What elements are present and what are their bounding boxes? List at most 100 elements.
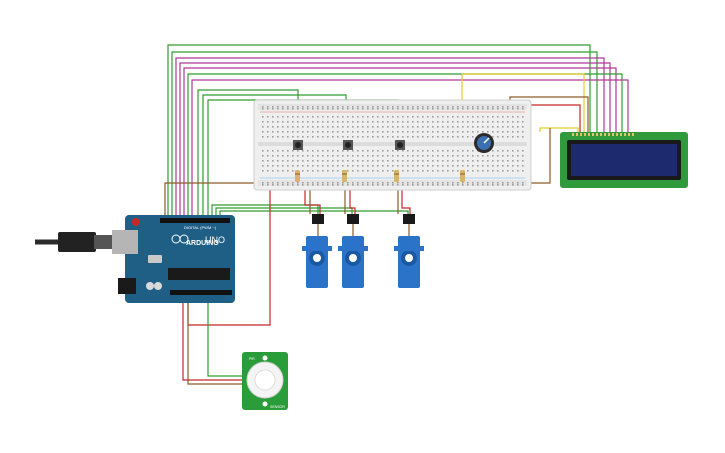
breadboard-hole: [482, 170, 484, 172]
breadboard-hole: [317, 121, 319, 123]
breadboard-hole: [472, 165, 474, 167]
breadboard-hole: [372, 106, 374, 108]
breadboard-hole: [362, 182, 364, 184]
breadboard-hole: [387, 160, 389, 162]
breadboard-hole: [522, 160, 524, 162]
breadboard-hole: [357, 121, 359, 123]
breadboard-hole: [452, 131, 454, 133]
breadboard-hole: [287, 126, 289, 128]
breadboard-hole: [392, 131, 394, 133]
breadboard-hole: [437, 126, 439, 128]
breadboard-hole: [312, 160, 314, 162]
breadboard-hole: [437, 160, 439, 162]
breadboard-hole: [287, 108, 289, 110]
pir-label-top: PIR: [249, 357, 255, 361]
breadboard-hole: [362, 170, 364, 172]
breadboard-hole: [397, 165, 399, 167]
breadboard-hole: [412, 170, 414, 172]
breadboard-hole: [317, 136, 319, 138]
breadboard-hole: [472, 170, 474, 172]
breadboard-hole: [482, 155, 484, 157]
breadboard-hole: [432, 150, 434, 152]
wire-lcd-5: [183, 67, 617, 215]
breadboard-hole: [427, 136, 429, 138]
breadboard-hole: [297, 136, 299, 138]
breadboard-hole: [327, 155, 329, 157]
breadboard-hole: [447, 106, 449, 108]
breadboard-hole: [517, 106, 519, 108]
breadboard-hole: [457, 106, 459, 108]
breadboard-hole: [347, 126, 349, 128]
breadboard-hole: [347, 170, 349, 172]
breadboard-hole: [277, 184, 279, 186]
breadboard-hole: [442, 126, 444, 128]
breadboard-hole: [417, 136, 419, 138]
breadboard-hole: [267, 155, 269, 157]
pushbutton-3[interactable]: [395, 140, 405, 150]
breadboard-hole: [427, 160, 429, 162]
breadboard-hole: [392, 116, 394, 118]
breadboard-hole: [267, 121, 269, 123]
breadboard-hole: [492, 131, 494, 133]
breadboard-hole: [332, 131, 334, 133]
breadboard-hole: [327, 160, 329, 162]
breadboard-hole: [432, 182, 434, 184]
breadboard-hole: [442, 116, 444, 118]
lcd-pin: [632, 133, 634, 136]
breadboard-hole: [472, 121, 474, 123]
breadboard-hole: [472, 126, 474, 128]
breadboard-hole: [517, 126, 519, 128]
breadboard-hole: [472, 182, 474, 184]
reset-button[interactable]: [132, 218, 140, 226]
breadboard-hole: [372, 150, 374, 152]
breadboard-hole: [322, 106, 324, 108]
breadboard-hole: [397, 160, 399, 162]
breadboard-hole: [357, 182, 359, 184]
breadboard-hole: [337, 131, 339, 133]
breadboard-hole: [387, 182, 389, 184]
breadboard-hole: [302, 108, 304, 110]
breadboard-hole: [432, 116, 434, 118]
breadboard-hole: [302, 131, 304, 133]
breadboard-hole: [442, 182, 444, 184]
breadboard-hole: [312, 131, 314, 133]
breadboard-hole: [422, 131, 424, 133]
breadboard-hole: [497, 170, 499, 172]
breadboard-hole: [377, 182, 379, 184]
breadboard-hole: [397, 108, 399, 110]
breadboard-hole: [457, 165, 459, 167]
breadboard-hole: [402, 121, 404, 123]
breadboard-hole: [432, 155, 434, 157]
servo-1: [302, 214, 332, 288]
breadboard-hole: [267, 131, 269, 133]
breadboard-hole: [327, 116, 329, 118]
breadboard-hole: [487, 170, 489, 172]
breadboard-hole: [437, 116, 439, 118]
breadboard-hole: [502, 131, 504, 133]
breadboard-hole: [517, 116, 519, 118]
pushbutton-2[interactable]: [343, 140, 353, 150]
breadboard-hole: [492, 150, 494, 152]
breadboard-hole: [472, 106, 474, 108]
breadboard-hole: [442, 136, 444, 138]
lcd-pin: [624, 133, 626, 136]
breadboard-hole: [377, 184, 379, 186]
breadboard-hole: [517, 155, 519, 157]
breadboard-hole: [327, 150, 329, 152]
pushbutton-1[interactable]: [293, 140, 303, 150]
breadboard-holes: [262, 106, 524, 186]
breadboard-hole: [367, 116, 369, 118]
breadboard-hole: [297, 182, 299, 184]
breadboard-hole: [432, 108, 434, 110]
breadboard-hole: [407, 108, 409, 110]
potentiometer[interactable]: [474, 133, 494, 153]
breadboard-hole: [482, 121, 484, 123]
breadboard-hole: [437, 108, 439, 110]
breadboard-hole: [292, 131, 294, 133]
breadboard-hole: [402, 150, 404, 152]
breadboard-hole: [412, 116, 414, 118]
breadboard-hole: [512, 106, 514, 108]
breadboard-hole: [477, 165, 479, 167]
breadboard-hole: [367, 108, 369, 110]
